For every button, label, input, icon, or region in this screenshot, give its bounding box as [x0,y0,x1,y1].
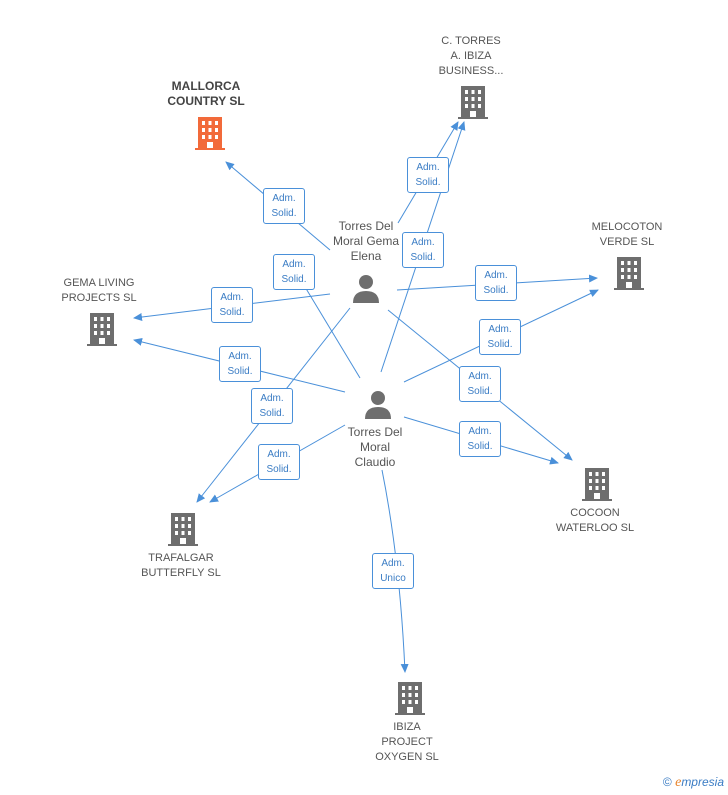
role-line: Solid. [467,386,493,397]
person-icon-gema-elena[interactable] [350,272,382,304]
role-line: Adm. [411,237,435,248]
role-line: Adm. [282,259,306,270]
role-label-claudio-trafalgar[interactable]: Adm. Solid. [258,444,300,480]
company-name-line: BUSINESS... [438,65,504,77]
building-icon-c-torres[interactable] [456,84,490,120]
building-icon-mallorca[interactable] [193,115,227,151]
person-name-line: Torres Del [338,219,394,233]
person-name-line: Torres Del [347,425,403,439]
role-label-gema-elena-melocoton[interactable]: Adm. Solid. [475,265,517,301]
building-icon-ibiza[interactable] [393,680,427,716]
company-name-line: COCOON [570,507,620,519]
role-label-gema-elena-mallorca[interactable]: Adm. Solid. [263,188,305,224]
person-icon-claudio[interactable] [362,388,394,420]
role-label-gema-elena-c-torres[interactable]: Adm. Solid. [407,157,449,193]
company-name-line: MELOCOTON [591,221,663,233]
role-line: Adm. [468,371,492,382]
role-label-claudio-ibiza[interactable]: Adm. Unico [372,553,414,589]
footer-credit: © empresia [663,775,724,791]
role-label-claudio-gema-living[interactable]: Adm. Solid. [219,346,261,382]
company-name-line: GEMA LIVING [63,277,135,289]
role-line: Solid. [281,274,307,285]
role-line: Solid. [219,307,245,318]
role-label-gema-elena-gema-living[interactable]: Adm. Solid. [211,287,253,323]
role-line: Adm. [260,393,284,404]
role-label-claudio-cocoon[interactable]: Adm. Solid. [459,421,501,457]
company-label-melocoton[interactable]: MELOCOTON VERDE SL [572,220,682,250]
company-name-line: COUNTRY SL [167,94,245,108]
person-name-line: Elena [350,249,382,263]
role-line: Adm. [381,558,405,569]
brand-name: mpresia [681,775,724,789]
role-line: Solid. [483,285,509,296]
company-label-c-torres[interactable]: C. TORRES A. IBIZA BUSINESS... [416,34,526,79]
building-icon-cocoon[interactable] [580,466,614,502]
role-label-claudio-c-torres[interactable]: Adm. Solid. [402,232,444,268]
role-line: Solid. [259,408,285,419]
company-name-line: WATERLOO SL [555,522,635,534]
role-line: Solid. [410,252,436,263]
copyright-symbol: © [662,775,672,789]
company-name-line: OXYGEN SL [375,751,439,763]
building-icon-melocoton[interactable] [612,255,646,291]
person-name-line: Moral [359,440,390,454]
role-label-gema-elena-cocoon[interactable]: Adm. Solid. [459,366,501,402]
company-name-line: A. IBIZA [450,50,492,62]
company-label-trafalgar[interactable]: TRAFALGAR BUTTERFLY SL [126,551,236,581]
role-line: Solid. [415,177,441,188]
person-name-line: Claudio [354,455,396,469]
role-label-gema-elena-trafalgar[interactable]: Adm. Solid. [251,388,293,424]
person-label-claudio[interactable]: Torres Del Moral Claudio [330,425,420,470]
company-name-line: PROJECT [381,736,433,748]
company-label-mallorca[interactable]: MALLORCA COUNTRY SL [151,79,261,109]
company-label-ibiza[interactable]: IBIZA PROJECT OXYGEN SL [352,720,462,765]
building-icon-gema-living[interactable] [85,311,119,347]
role-line: Adm. [267,449,291,460]
role-line: Solid. [271,208,297,219]
company-name-line: PROJECTS SL [61,292,137,304]
role-line: Solid. [487,339,513,350]
company-name-line: IBIZA [393,721,421,733]
company-name-line: C. TORRES [441,35,501,47]
role-line: Unico [380,573,406,584]
role-line: Solid. [467,441,493,452]
building-icon-trafalgar[interactable] [166,511,200,547]
person-label-gema-elena[interactable]: Torres Del Moral Gema Elena [321,219,411,264]
company-name-line: BUTTERFLY SL [141,567,221,579]
role-line: Adm. [416,162,440,173]
role-line: Adm. [272,193,296,204]
role-label-claudio-melocoton[interactable]: Adm. Solid. [479,319,521,355]
person-name-line: Moral Gema [332,234,400,248]
company-name-line: VERDE SL [599,236,655,248]
role-line: Adm. [484,270,508,281]
company-name-line: MALLORCA [171,79,241,93]
role-line: Adm. [468,426,492,437]
company-name-line: TRAFALGAR [148,552,214,564]
role-label-claudio-mallorca[interactable]: Adm. Solid. [273,254,315,290]
role-line: Adm. [220,292,244,303]
company-label-cocoon[interactable]: COCOON WATERLOO SL [540,506,650,536]
brand-e: e [675,775,682,790]
role-line: Adm. [228,351,252,362]
role-line: Adm. [488,324,512,335]
role-line: Solid. [227,366,253,377]
role-line: Solid. [266,464,292,475]
company-label-gema-living[interactable]: GEMA LIVING PROJECTS SL [44,276,154,306]
